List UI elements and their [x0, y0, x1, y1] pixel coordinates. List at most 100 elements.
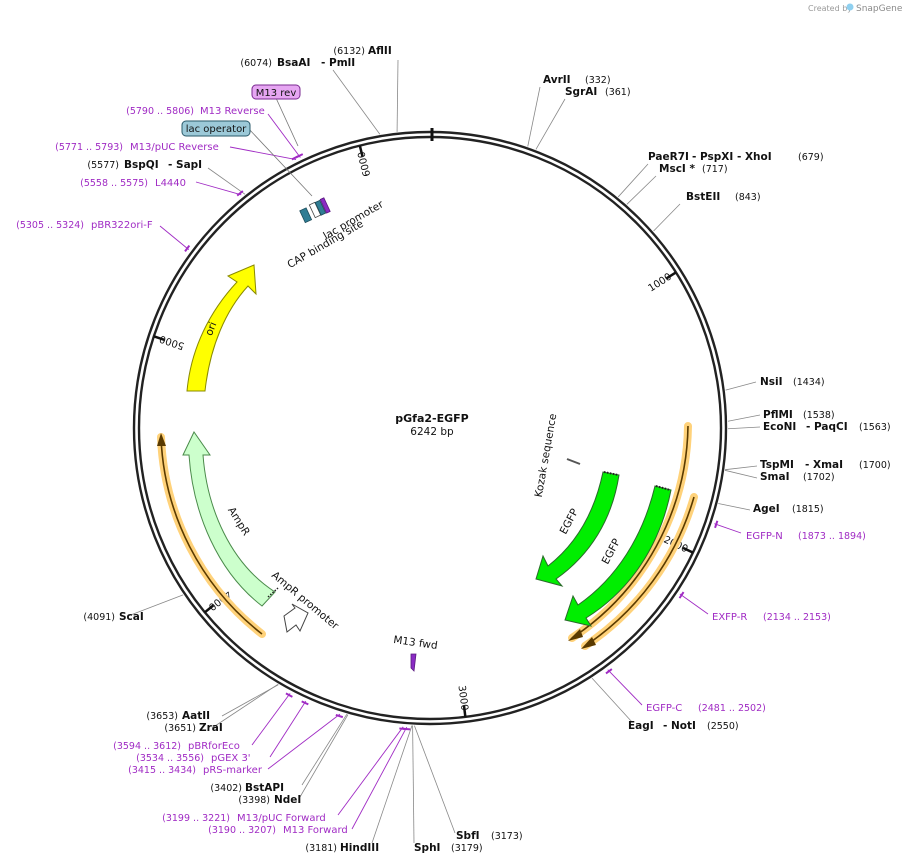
site-position: (6074)	[240, 58, 272, 69]
site-leader	[207, 167, 246, 195]
site-label[interactable]: SmaI (1702)	[760, 471, 835, 483]
site-label[interactable]: (5577) BspQI - SapI	[87, 159, 202, 171]
primer-position: (2481 .. 2502)	[698, 703, 766, 714]
site-label[interactable]: (4091) ScaI	[83, 611, 143, 623]
site-label[interactable]: PflMI (1538)	[763, 409, 835, 421]
egfp-outer-label: EGFP	[558, 507, 581, 537]
site-leader	[725, 465, 758, 471]
ampr-promoter-label: AmpR promoter	[269, 569, 341, 632]
lac-operator-tag-leader	[247, 127, 313, 197]
orf-line-ampr	[160, 436, 263, 635]
site-label[interactable]: BstEII (843)	[686, 191, 761, 203]
site-label[interactable]: TspMI - XmaI (1700)	[760, 459, 891, 471]
primer-label[interactable]: (3415 .. 3434) pRS-marker	[128, 765, 263, 776]
primer-name: M13/pUC Reverse	[130, 142, 219, 153]
m13-fwd-label: M13 fwd	[393, 634, 439, 652]
site-label[interactable]: PaeR7I - PspXI - XhoI (679)	[648, 151, 824, 163]
site-label[interactable]: AvrII (332)	[543, 74, 611, 86]
primer-leader	[229, 146, 297, 161]
ori-label: ori	[203, 320, 219, 337]
primer-label[interactable]: EGFP-C (2481 .. 2502)	[646, 703, 766, 714]
egfp-inner-start	[655, 485, 671, 491]
plasmid-title: pGfa2-EGFP 6242 bp	[395, 412, 468, 438]
lac-operator-tag-label: lac operator	[186, 124, 247, 135]
ampr-promoter-arrow	[283, 603, 309, 633]
site-leader	[724, 469, 758, 479]
primer-label[interactable]: (3190 .. 3207) M13 Forward	[208, 825, 348, 836]
primer-leader	[251, 693, 291, 746]
site-label[interactable]: (6074) BsaAI - PmlI	[240, 57, 355, 69]
m13-rev-box	[319, 197, 331, 214]
site-name: SgrAI	[565, 86, 597, 98]
site-label[interactable]: (6132) AflII	[333, 45, 391, 57]
site-position: (6132)	[333, 46, 365, 57]
ampr-arrow	[182, 431, 276, 607]
primer-position: (3199 .. 3221)	[162, 813, 230, 824]
primer-label[interactable]: (3594 .. 3612) pBRforEco	[113, 741, 240, 752]
primer-leader	[269, 700, 307, 758]
site-position: (3173)	[491, 831, 523, 842]
primer-label[interactable]: EXFP-R (2134 .. 2153)	[712, 612, 831, 623]
site-name: EagI	[628, 720, 654, 732]
m13-fwd-mark	[410, 653, 417, 672]
site-label[interactable]: (3402) BstAPI	[210, 782, 284, 794]
primer-mark	[605, 668, 613, 675]
ruler-tick	[204, 604, 215, 614]
site-name: AvrII	[543, 74, 571, 86]
primer-label[interactable]: (5558 .. 5575) L4440	[80, 178, 186, 189]
primer-mark	[184, 244, 191, 252]
orf-arrow-outer	[568, 629, 583, 641]
site-label[interactable]: EagI - NotI (2550)	[628, 720, 739, 732]
site-label[interactable]: SphI (3179)	[414, 842, 483, 854]
primer-position: (5558 .. 5575)	[80, 178, 148, 189]
plasmid-size: 6242 bp	[410, 426, 454, 438]
site-extra: - PspXI - XhoI	[692, 151, 772, 163]
primer-name: EGFP-N	[746, 531, 783, 542]
site-extra: - XmaI	[805, 459, 843, 471]
site-label[interactable]: (3651) ZraI	[164, 722, 222, 734]
site-leader	[127, 594, 184, 617]
primer-label[interactable]: EGFP-N (1873 .. 1894)	[746, 531, 866, 542]
primer-name: L4440	[155, 178, 186, 189]
site-label[interactable]: (3181) HindIII	[305, 842, 379, 854]
primer-position: (5305 .. 5324)	[16, 220, 84, 231]
site-name: MscI *	[659, 163, 695, 175]
primer-leader	[159, 225, 190, 250]
site-label[interactable]: SbfI (3173)	[456, 830, 523, 842]
site-position: (1434)	[793, 377, 825, 388]
primer-label[interactable]: (3199 .. 3221) M13/pUC Forward	[162, 813, 326, 824]
site-leader	[727, 426, 761, 430]
primer-position: (3415 .. 3434)	[128, 765, 196, 776]
cap-binding-site-label: CAP binding site	[285, 218, 365, 271]
primer-mark	[714, 520, 719, 529]
ruler-tick	[153, 335, 165, 341]
primer-position: (1873 .. 1894)	[798, 531, 866, 542]
primer-name: pBRforEco	[188, 741, 240, 752]
egfp-arrow-inner	[564, 485, 672, 627]
primer-label[interactable]: (5305 .. 5324) pBR322ori-F	[16, 220, 153, 231]
primer-leader	[195, 181, 242, 196]
site-label[interactable]: NsiI (1434)	[760, 376, 825, 388]
primer-position: (3190 .. 3207)	[208, 825, 276, 836]
ruler-tick	[665, 271, 677, 280]
primer-label[interactable]: (5790 .. 5806) M13 Reverse	[126, 106, 265, 117]
primer-leader	[267, 113, 301, 158]
primer-mark	[291, 155, 299, 161]
primer-leader-lines	[159, 113, 742, 830]
site-label[interactable]: (3398) NdeI	[238, 794, 301, 806]
orf-arrow-inner	[581, 637, 596, 649]
site-label[interactable]: MscI * (717)	[659, 163, 728, 175]
site-name: BstAPI	[245, 782, 284, 794]
ruler-label: 5000	[158, 333, 186, 351]
site-label[interactable]: EcoNI - PaqCI (1563)	[763, 421, 891, 433]
primer-label[interactable]: (5771 .. 5793) M13/pUC Reverse	[55, 142, 219, 153]
primer-label[interactable]: (3534 .. 3556) pGEX 3'	[136, 753, 250, 764]
site-label[interactable]: AgeI (1815)	[753, 503, 824, 515]
site-label[interactable]: SgrAI (361)	[565, 86, 631, 98]
site-label[interactable]: (3653) AatII	[146, 710, 210, 722]
site-name: PaeR7I	[648, 151, 689, 163]
orf-line-outer	[571, 425, 689, 639]
kozak-mark	[566, 458, 581, 465]
site-leader	[414, 725, 456, 834]
site-position: (1700)	[859, 460, 891, 471]
